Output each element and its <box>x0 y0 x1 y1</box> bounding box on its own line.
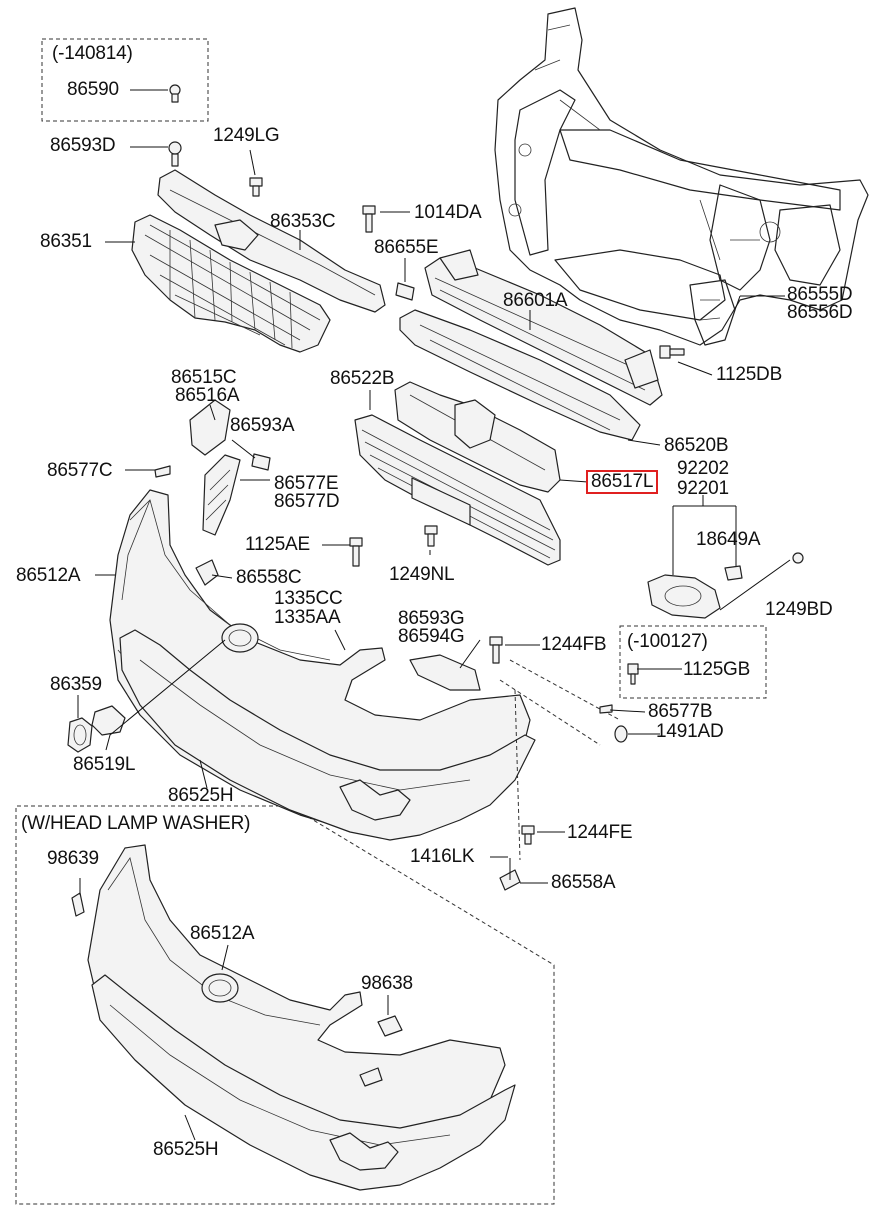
label-86577B: 86577B <box>648 701 713 722</box>
grille-moulding <box>157 169 386 313</box>
label-1335AA: 1335AA <box>274 607 341 628</box>
label-86512A-washer: 86512A <box>190 923 255 944</box>
label-86577D: 86577D <box>274 491 340 512</box>
label-86353C: 86353C <box>270 211 336 232</box>
emblem-parts <box>67 705 126 753</box>
label-86601A: 86601A <box>503 290 568 311</box>
label-1244FE: 1244FE <box>567 822 633 843</box>
lower-bracket <box>499 858 545 891</box>
front-bumper <box>109 489 536 841</box>
small-brackets <box>154 282 481 691</box>
label-86516A: 86516A <box>175 385 240 406</box>
label-1125AE: 1125AE <box>245 534 311 555</box>
radiator-grille <box>131 214 331 353</box>
fog-lamp <box>647 495 804 619</box>
label-1249BD: 1249BD <box>765 599 833 620</box>
variant-box-140814 <box>41 38 209 122</box>
label-98639: 98639 <box>47 848 99 869</box>
label-1125GB: 1125GB <box>683 659 751 680</box>
label-86593A: 86593A <box>230 415 295 436</box>
leader-lines <box>77 89 785 1141</box>
label-86351: 86351 <box>40 231 92 252</box>
label-1244FB: 1244FB <box>541 634 607 655</box>
label-1249LG: 1249LG <box>213 125 280 146</box>
label-86520B: 86520B <box>664 435 729 456</box>
label-98638: 98638 <box>361 973 413 994</box>
label-86558C: 86558C <box>236 567 302 588</box>
label-86593D: 86593D <box>50 135 116 156</box>
label-1491AD: 1491AD <box>656 721 724 742</box>
label-86556D: 86556D <box>787 302 853 323</box>
label-86525H: 86525H <box>168 785 234 806</box>
head-lamp-washer-box <box>15 805 555 1205</box>
label-86512A: 86512A <box>16 565 81 586</box>
label-86590: 86590 <box>67 79 119 100</box>
label-86359: 86359 <box>50 674 102 695</box>
variant-box-100127 <box>619 625 767 699</box>
lower-grille <box>354 381 561 566</box>
label-86593G: 86593G <box>398 608 465 629</box>
label-100127: (-100127) <box>627 631 708 652</box>
carrier-assembly <box>494 7 869 346</box>
label-86522B: 86522B <box>330 368 395 389</box>
label-86577C: 86577C <box>47 460 113 481</box>
label-1416LK: 1416LK <box>410 846 475 867</box>
label-92202: 92202 <box>677 458 729 479</box>
washer-variant-bumper <box>71 844 516 1191</box>
label-92201: 92201 <box>677 478 729 499</box>
bumper-beams <box>399 249 663 441</box>
label-86594G: 86594G <box>398 626 465 647</box>
label-1249NL: 1249NL <box>389 564 455 585</box>
label-86558A: 86558A <box>551 872 616 893</box>
label-86519L: 86519L <box>73 754 136 775</box>
label-1335CC: 1335CC <box>274 588 343 609</box>
alignment-lines <box>499 659 621 861</box>
label-86525H-washer: 86525H <box>153 1139 219 1160</box>
label-86517L-highlighted[interactable]: 86517L <box>586 470 659 494</box>
label-140814: (-140814) <box>52 43 133 64</box>
label-86555D: 86555D <box>787 284 853 305</box>
label-18649A: 18649A <box>696 529 761 550</box>
fasteners <box>168 84 685 845</box>
label-86577E: 86577E <box>274 473 339 494</box>
label-86655E: 86655E <box>374 237 439 258</box>
label-1014DA: 1014DA <box>414 202 482 223</box>
label-1125DB: 1125DB <box>716 364 783 385</box>
label-head-lamp-washer: (W/HEAD LAMP WASHER) <box>21 813 251 834</box>
label-86515C: 86515C <box>171 367 237 388</box>
